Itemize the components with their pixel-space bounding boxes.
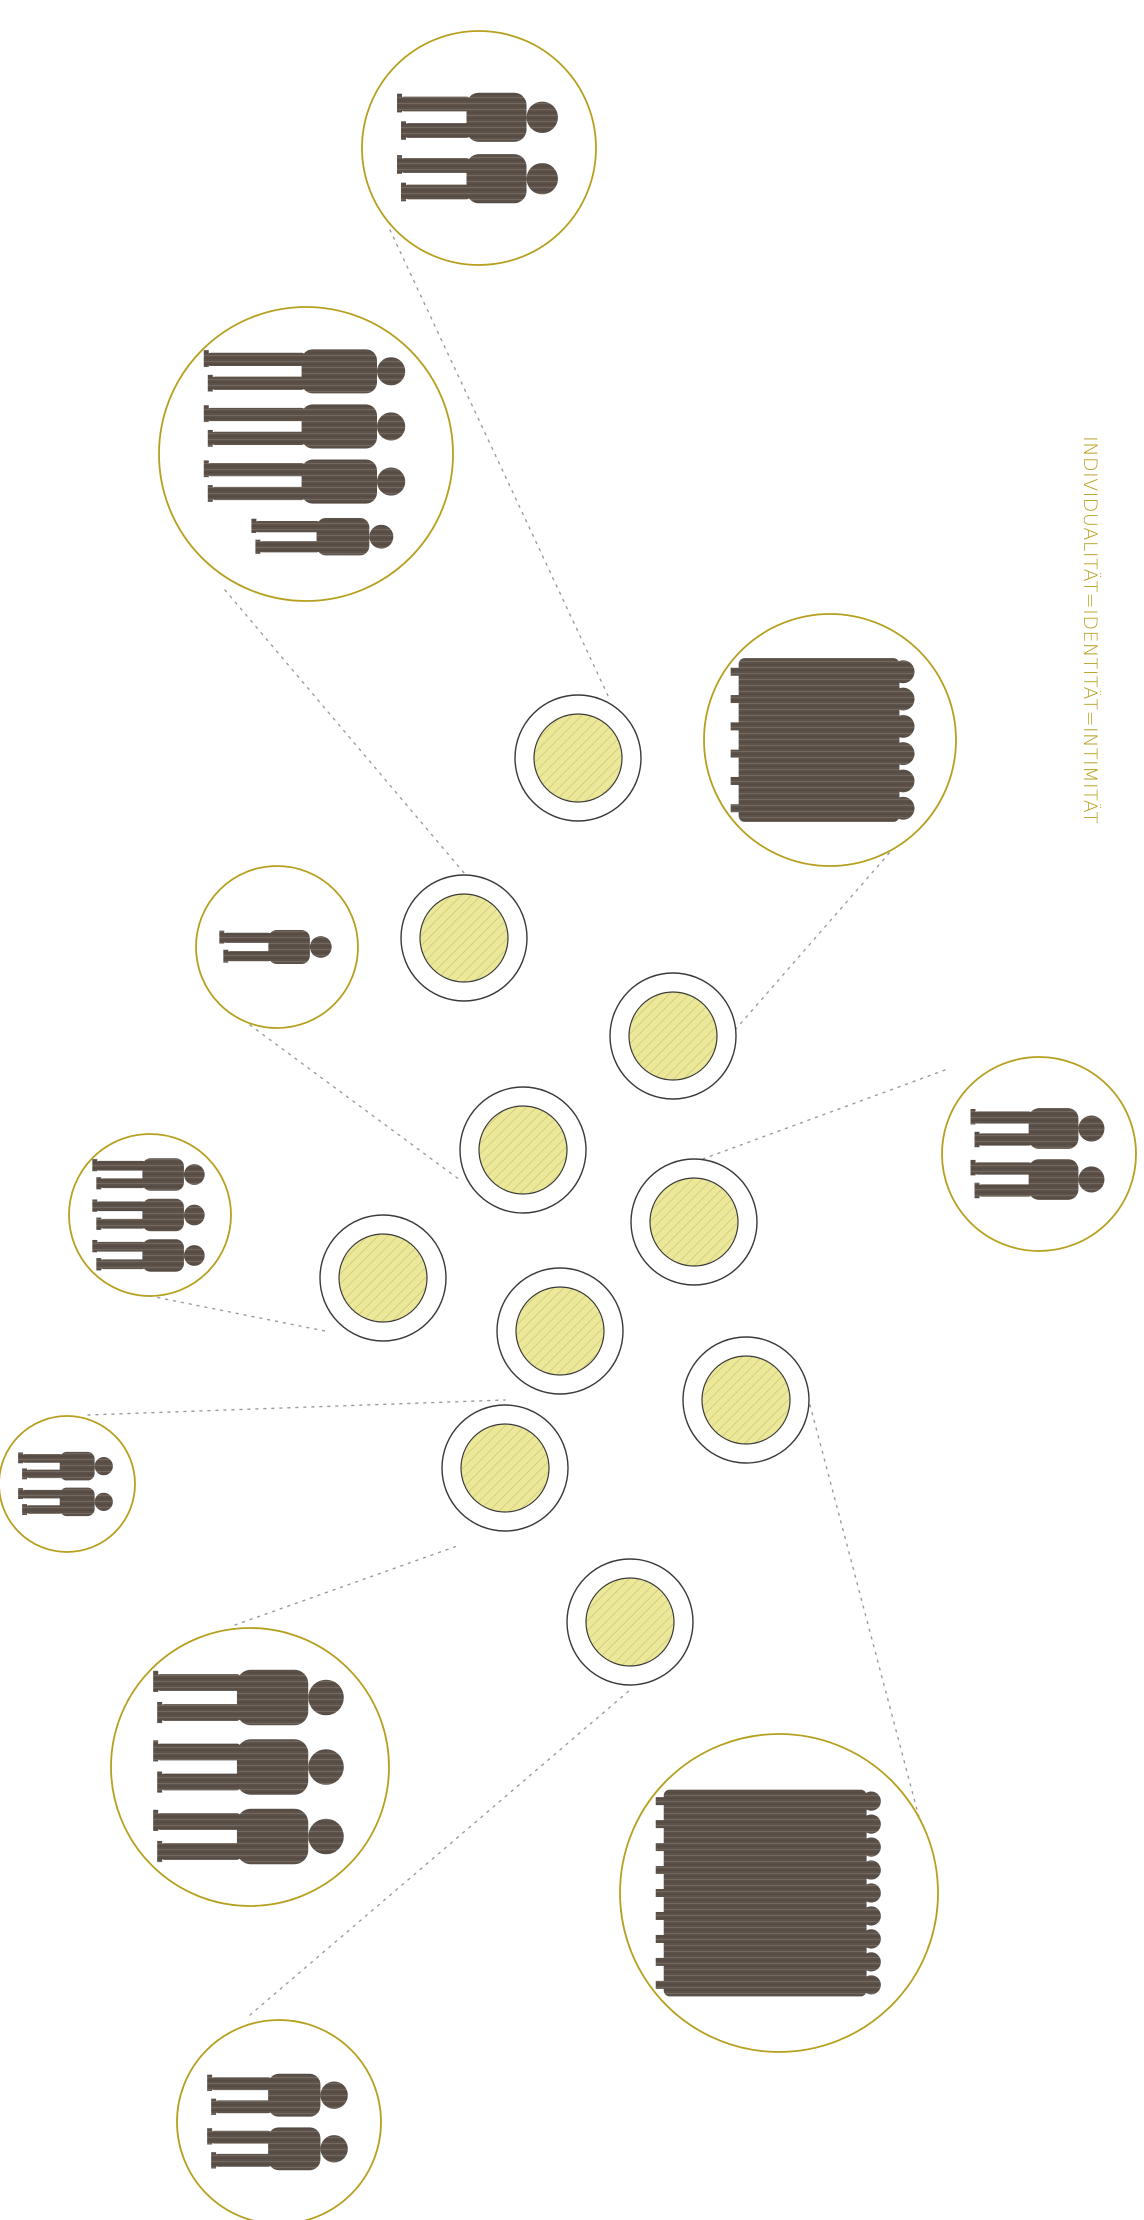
group-couple-top: [362, 31, 596, 265]
node-inner-disc: [516, 1287, 604, 1375]
group-trio-left: [69, 1134, 231, 1296]
connector-line: [700, 1070, 945, 1160]
node-inner-disc: [420, 894, 508, 982]
group-large-crowd: [620, 1734, 938, 2052]
diagram-title-wrap: INDIVIDUALITÄT=IDENTITÄT=INTIMITÄT: [1075, 455, 1105, 805]
group-pair-bottom: [177, 2020, 381, 2220]
crowd-silhouette: [731, 658, 915, 822]
node-n6: [320, 1215, 446, 1341]
node-n9: [442, 1405, 568, 1531]
connector-line: [225, 590, 470, 880]
group-ring: [362, 31, 596, 265]
node-n3: [610, 973, 736, 1099]
node-circles: [320, 695, 809, 1685]
group-family-four: [159, 307, 453, 601]
group-ring: [942, 1057, 1136, 1251]
group-group-three-active: [111, 1628, 389, 1906]
group-single-person: [196, 866, 358, 1028]
node-n8: [683, 1337, 809, 1463]
connector-line: [88, 1400, 505, 1415]
node-inner-disc: [650, 1178, 738, 1266]
node-n2: [401, 875, 527, 1001]
node-inner-disc: [586, 1578, 674, 1666]
connector-line: [250, 1025, 460, 1180]
connector-line: [150, 1296, 330, 1332]
node-inner-disc: [629, 992, 717, 1080]
group-pair-right: [942, 1057, 1136, 1251]
node-n7: [497, 1268, 623, 1394]
node-inner-disc: [534, 714, 622, 802]
node-inner-disc: [461, 1424, 549, 1512]
group-ring: [0, 1416, 135, 1552]
group-ring: [159, 307, 453, 601]
node-n5: [631, 1159, 757, 1285]
group-pair-small: [0, 1416, 135, 1552]
node-n4: [460, 1087, 586, 1213]
diagram-title: INDIVIDUALITÄT=IDENTITÄT=INTIMITÄT: [1079, 436, 1101, 824]
group-ring: [177, 2020, 381, 2220]
connector-line: [235, 1545, 460, 1625]
group-crowd-right: [704, 614, 956, 866]
node-inner-disc: [702, 1356, 790, 1444]
node-n1: [515, 695, 641, 821]
crowd-silhouette: [656, 1790, 881, 1997]
node-inner-disc: [479, 1106, 567, 1194]
node-inner-disc: [339, 1234, 427, 1322]
node-n10: [567, 1559, 693, 1685]
